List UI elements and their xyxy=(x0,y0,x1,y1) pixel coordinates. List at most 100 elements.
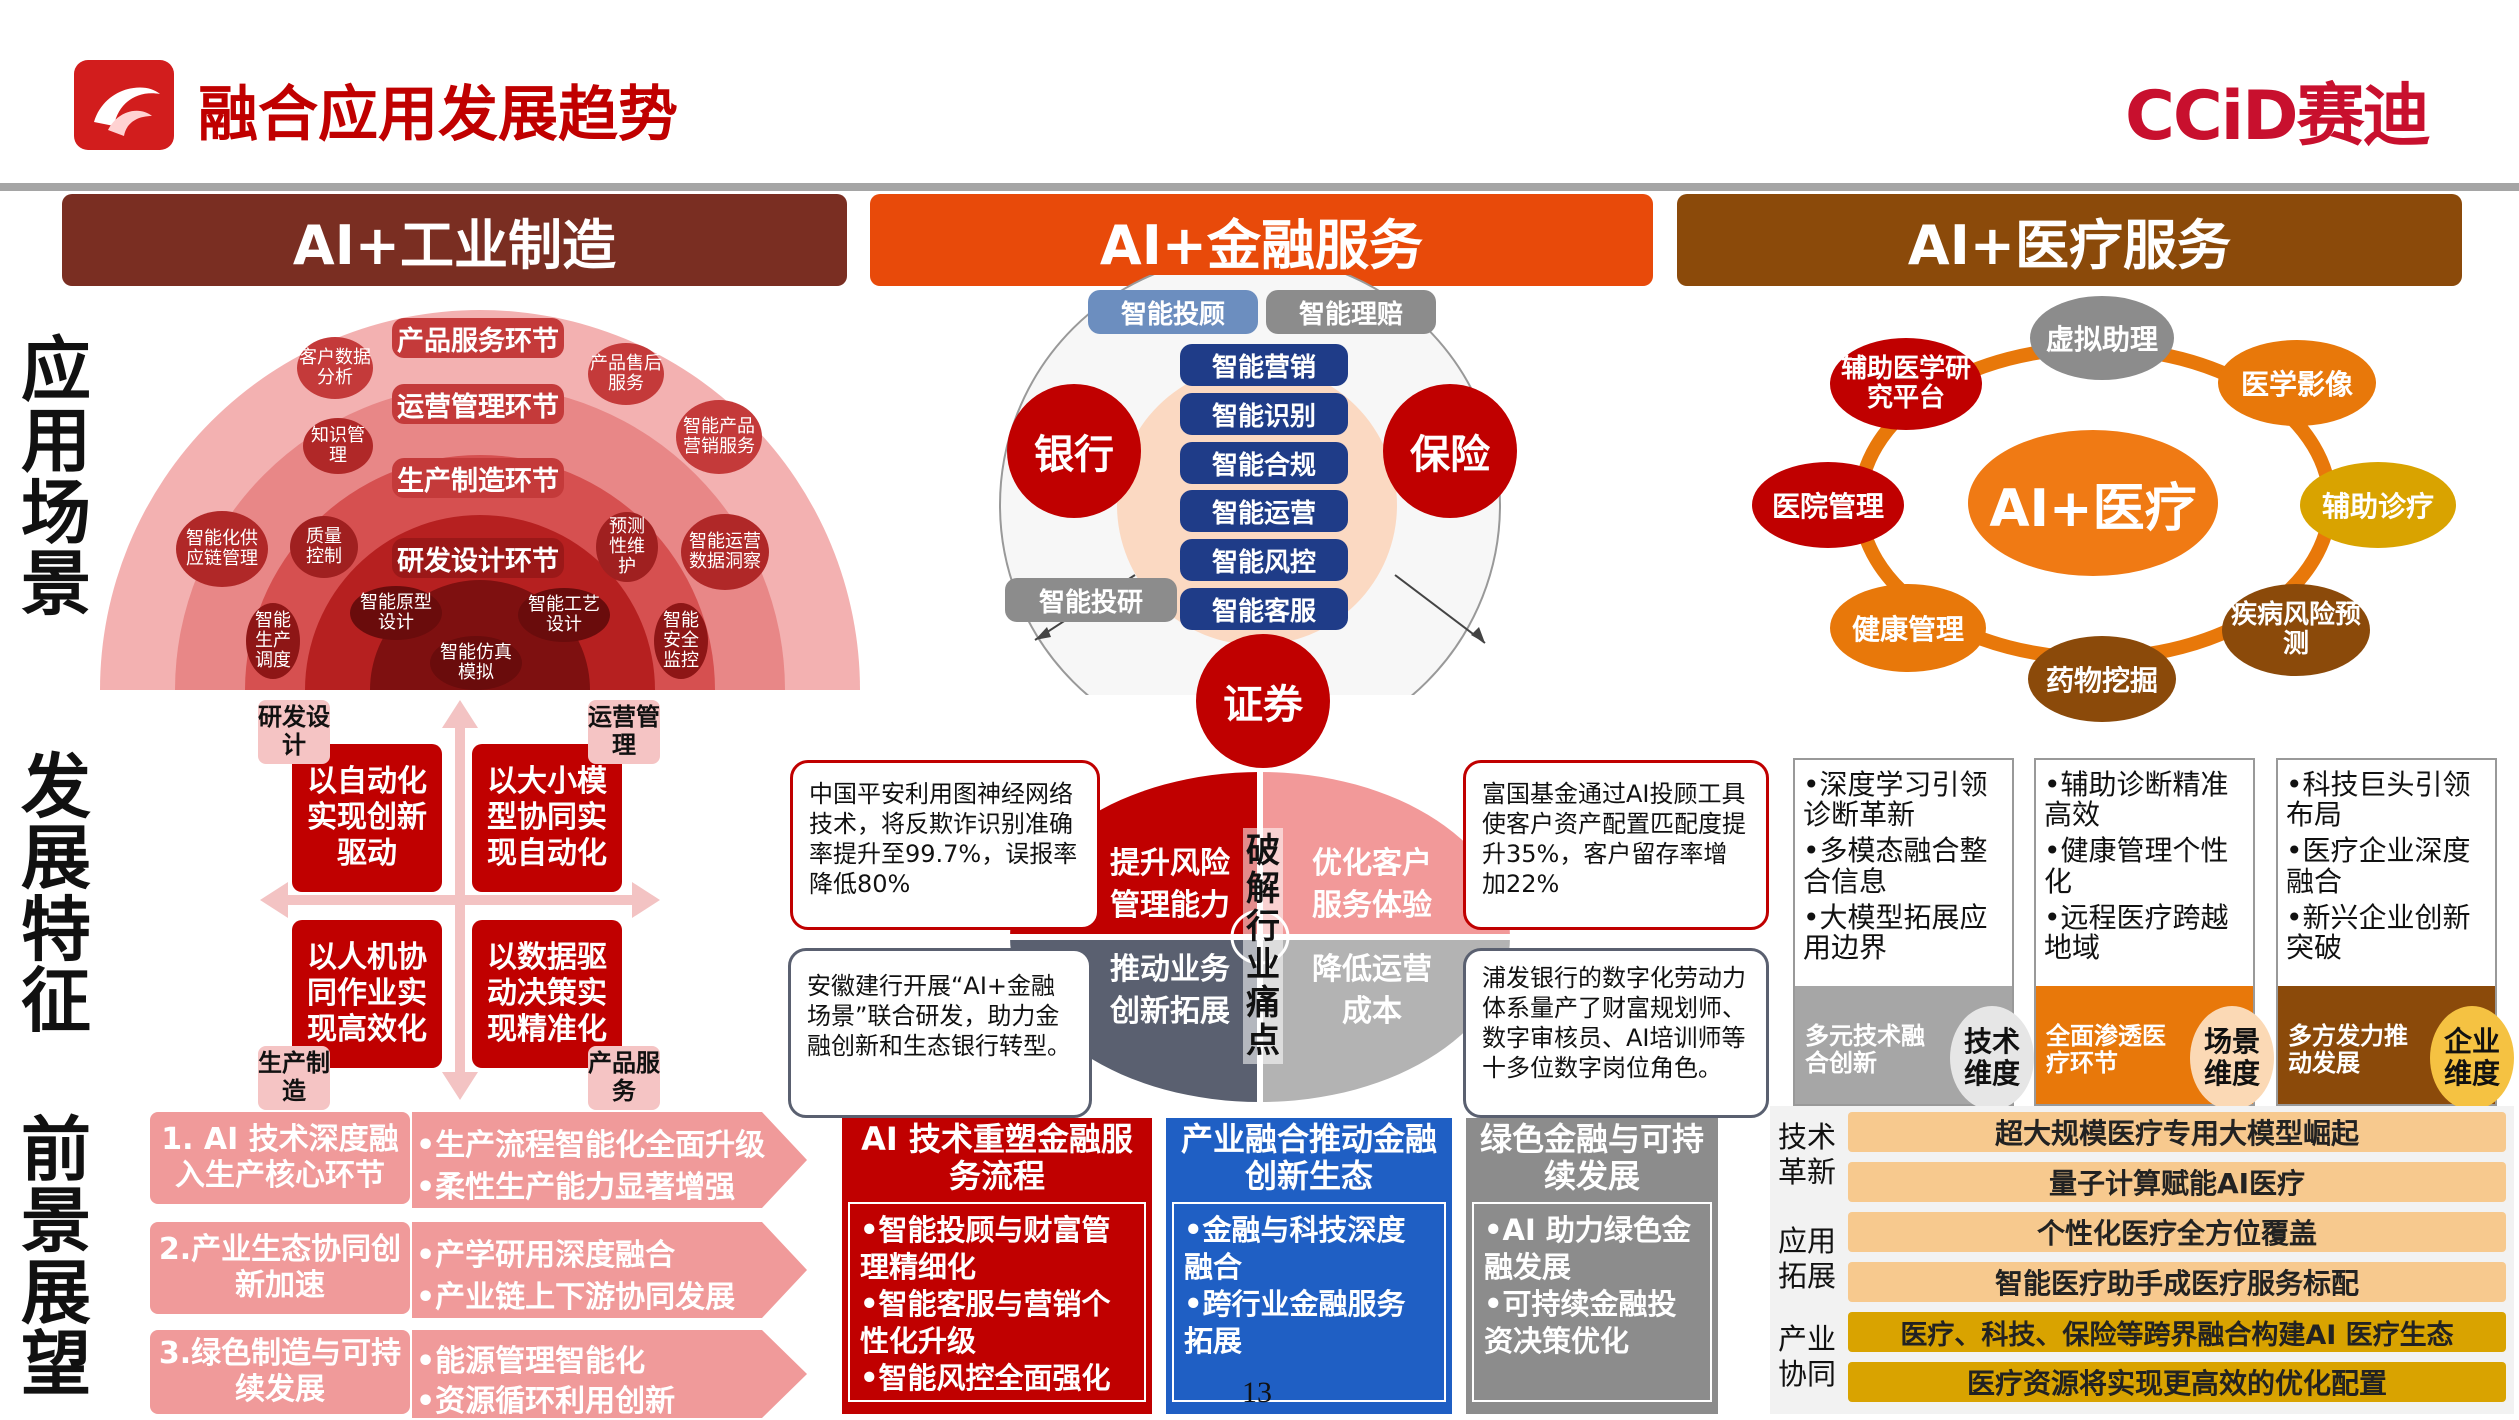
pain-innovation: 推动业务创新拓展 xyxy=(1110,952,1230,1029)
fin-item-risk: 智能风控 xyxy=(1180,539,1348,581)
node-safety: 智能安全监控 xyxy=(654,603,708,679)
case-pingan: 中国平安利用图神经网络技术，将反欺诈识别准确率提升至99.7%，误报率降低80% xyxy=(790,760,1100,930)
fin-outlook-2-b1: •金融与科技深度融合 xyxy=(1184,1213,1406,1285)
med-card-tech-items: •深度学习引领诊断革新 •多模态融合整合信息 •大模型拓展应用边界 xyxy=(1795,760,2012,986)
med-card-enterprise-foot-text: 多方发力推动发展 xyxy=(2288,1021,2408,1078)
node-knowledge: 知识管理 xyxy=(303,418,373,474)
fin-item-compliance: 智能合规 xyxy=(1180,442,1348,484)
fin-outlook-1-b2: •智能客服与营销个性化升级 xyxy=(860,1287,1111,1359)
med-card-tech-foot-text: 多元技术融合创新 xyxy=(1805,1021,1925,1078)
fin-outlook-title-2: 产业融合推动金融创新生态 xyxy=(1180,1120,1437,1195)
med-outlook-label-tech: 技术革新 xyxy=(1778,1120,1837,1189)
layer-production: 生产制造环节 xyxy=(392,458,564,498)
med-card-tech-i1: •深度学习引领诊断革新 xyxy=(1803,768,1988,832)
ind-outlook-title-1: 1. AI 技术深度融入生产核心环节 xyxy=(150,1112,410,1204)
med-tag-scene: 场景维度 xyxy=(2190,1006,2274,1110)
med-outlook-item-5: 医疗、科技、保险等跨界融合构建AI 医疗生态 xyxy=(1848,1312,2506,1352)
fin-item-marketing: 智能营销 xyxy=(1180,344,1348,386)
med-card-tech-i3: •大模型拓展应用边界 xyxy=(1803,900,1988,965)
med-card-enterprise-i3: •新兴企业创新突破 xyxy=(2286,900,2471,965)
case-fuguo: 富国基金通过AI投顾工具使客户资产配置匹配度提升35%，客户留存率增加22% xyxy=(1463,760,1769,930)
tag-product-service: 产品服务 xyxy=(588,1046,660,1110)
med-outlook-item-6: 医疗资源将实现更高效的优化配置 xyxy=(1848,1362,2506,1402)
fin-outlook-3-b1: •AI 助力绿色金融发展 xyxy=(1484,1213,1691,1285)
col-header-finance: AI+金融服务 xyxy=(870,194,1653,286)
tag-smart-advisor: 智能投顾 xyxy=(1088,290,1258,334)
fin-item-service: 智能客服 xyxy=(1180,588,1348,630)
med-card-scene-i1: •辅助诊断精准高效 xyxy=(2044,768,2229,832)
fin-outlook-3: 绿色金融与可持续发展 •AI 助力绿色金融发展 •可持续金融投资决策优化 xyxy=(1466,1118,1718,1414)
header-divider xyxy=(0,183,2519,191)
med-card-enterprise-i2: •医疗企业深度融合 xyxy=(2286,834,2471,898)
ind-outlook-b3-2: •资源循环利用创新 xyxy=(416,1384,676,1419)
ind-outlook-title-3: 3.绿色制造与可持续发展 xyxy=(150,1330,410,1414)
quad-innovation: 以自动化实现创新驱动 xyxy=(292,744,442,892)
layer-product-service: 产品服务环节 xyxy=(392,318,564,358)
circle-securities: 证券 xyxy=(1196,634,1330,768)
page-number: 13 xyxy=(1242,1376,1272,1409)
med-node-diagnosis: 辅助诊疗 xyxy=(2300,462,2456,548)
node-simulation: 智能仿真模拟 xyxy=(430,636,522,690)
row-label-features: 发展特征 xyxy=(21,746,91,1043)
med-card-scene-foot-text: 全面渗透医疗环节 xyxy=(2046,1021,2166,1078)
med-node-drug-mining: 药物挖掘 xyxy=(2028,636,2176,722)
node-process-design: 智能工艺设计 xyxy=(518,588,610,642)
fin-item-operation: 智能运营 xyxy=(1180,490,1348,532)
quad-data-driven: 以数据驱动决策实现精准化 xyxy=(472,920,622,1068)
med-card-enterprise-i1: •科技巨头引领布局 xyxy=(2286,768,2471,832)
tag-rnd: 研发设计 xyxy=(258,700,330,764)
med-outlook-label-industry: 产业协同 xyxy=(1778,1322,1837,1391)
med-node-research-platform: 辅助医学研究平台 xyxy=(1830,338,1982,430)
brand-logo: CCiD赛迪 xyxy=(2125,77,2431,156)
med-card-scene-i3: •远程医疗跨越地域 xyxy=(2044,900,2229,965)
page-title: 融合应用发展趋势 xyxy=(198,80,678,150)
node-supply-chain: 智能化供应链管理 xyxy=(176,511,268,587)
case-spdb: 浦发银行的数字化劳动力体系量产了财富规划师、数字审核员、AI培训师等十多位数字岗… xyxy=(1463,948,1769,1118)
med-card-tech: •深度学习引领诊断革新 •多模态融合整合信息 •大模型拓展应用边界 多元技术融合… xyxy=(1793,758,2014,1106)
med-outlook-item-1: 超大规模医疗专用大模型崛起 xyxy=(1848,1112,2506,1152)
fin-outlook-title-1: AI 技术重塑金融服务流程 xyxy=(861,1120,1133,1195)
fin-outlook-2: 产业融合推动金融创新生态 •金融与科技深度融合 •跨行业金融服务拓展 xyxy=(1166,1118,1452,1414)
med-node-imaging: 医学影像 xyxy=(2218,340,2376,426)
med-tag-tech: 技术维度 xyxy=(1950,1006,2034,1110)
node-scheduling: 智能生产调度 xyxy=(246,603,300,679)
fin-outlook-1: AI 技术重塑金融服务流程 •智能投顾与财富管理精细化 •智能客服与营销个性化升… xyxy=(842,1118,1152,1414)
ind-outlook-b1-1: •生产流程智能化全面升级 xyxy=(416,1128,766,1163)
pain-risk-mgmt: 提升风险管理能力 xyxy=(1110,846,1230,923)
fin-outlook-3-b2: •可持续金融投资决策优化 xyxy=(1484,1287,1677,1359)
tag-smart-research: 智能投研 xyxy=(1005,578,1177,622)
fin-outlook-body-1: •智能投顾与财富管理精细化 •智能客服与营销个性化升级 •智能风控全面强化 xyxy=(848,1202,1146,1402)
med-node-virtual-assistant: 虚拟助理 xyxy=(2030,296,2174,380)
node-predictive: 预测性维护 xyxy=(596,512,658,582)
med-card-tech-i2: •多模态融合整合信息 xyxy=(1803,834,1988,898)
med-outlook-label-app: 应用拓展 xyxy=(1778,1224,1837,1293)
node-ops-insight: 智能运营数据洞察 xyxy=(681,514,769,590)
logo-icon xyxy=(74,60,174,150)
tag-production: 生产制造 xyxy=(258,1046,330,1110)
ind-outlook-b2-2: •产业链上下游协同发展 xyxy=(416,1280,736,1315)
fin-outlook-body-3: •AI 助力绿色金融发展 •可持续金融投资决策优化 xyxy=(1472,1202,1712,1402)
layer-rnd: 研发设计环节 xyxy=(392,538,564,578)
fin-outlook-2-b2: •跨行业金融服务拓展 xyxy=(1184,1287,1406,1359)
med-card-scene: •辅助诊断精准高效 •健康管理个性化 •远程医疗跨越地域 全面渗透医疗环节 xyxy=(2034,758,2255,1106)
ind-outlook-b3-1: •能源管理智能化 xyxy=(416,1344,646,1379)
pain-cost: 降低运营成本 xyxy=(1312,952,1432,1029)
finance-pain-circle xyxy=(1010,772,1510,1102)
med-node-health-mgmt: 健康管理 xyxy=(1830,584,1986,672)
med-node-risk-prediction: 疾病风险预测 xyxy=(2222,584,2370,676)
tag-operation: 运营管理 xyxy=(588,700,660,764)
ind-outlook-title-2: 2.产业生态协同创新加速 xyxy=(150,1222,410,1314)
pain-customer-exp: 优化客户服务体验 xyxy=(1312,846,1432,923)
col-header-medical: AI+医疗服务 xyxy=(1677,194,2462,286)
col-header-industry: AI+工业制造 xyxy=(62,194,847,286)
layer-operation: 运营管理环节 xyxy=(392,384,564,424)
ind-outlook-b2-1: •产学研用深度融合 xyxy=(416,1238,676,1273)
med-card-enterprise-items: •科技巨头引领布局 •医疗企业深度融合 •新兴企业创新突破 xyxy=(2278,760,2495,986)
node-after-sales: 产品售后服务 xyxy=(588,343,664,405)
circle-insurance: 保险 xyxy=(1383,384,1517,518)
med-node-hospital-mgmt: 医院管理 xyxy=(1752,462,1904,548)
med-card-scene-i2: •健康管理个性化 xyxy=(2044,834,2229,898)
cross-arrows xyxy=(260,700,660,1100)
quad-model-collab: 以大小模型协同实现自动化 xyxy=(472,744,622,892)
node-customer-data: 客户数据分析 xyxy=(297,337,373,399)
